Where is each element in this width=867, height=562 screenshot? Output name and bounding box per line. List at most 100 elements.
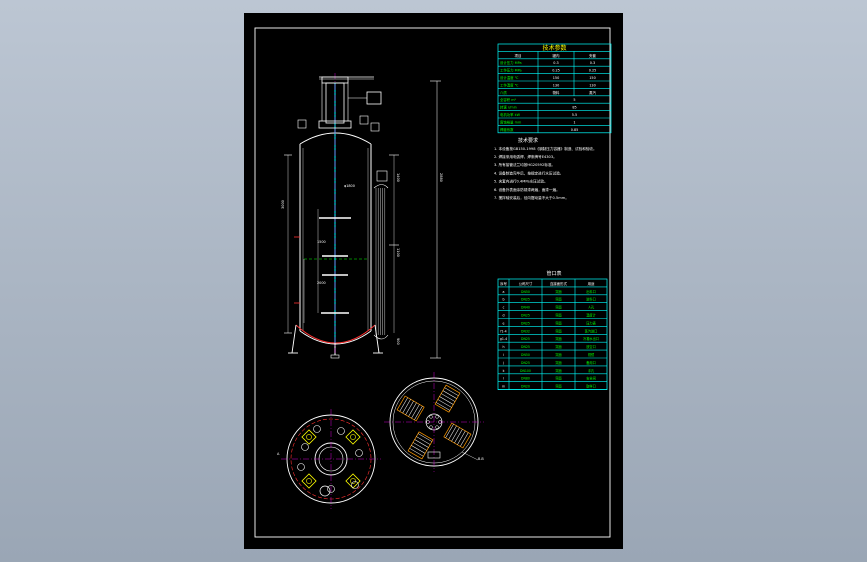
parts-table-cell: 备用口 (586, 360, 596, 365)
note-line: 3. 所有接管法兰均按HG20592标准。 (494, 162, 555, 167)
tech-table-cell: 转速 r/min (500, 105, 517, 110)
parts-table-cell: 安全阀 (586, 376, 596, 381)
dimension-label: 2880 (439, 173, 443, 182)
parts-table-cell: DN25 (521, 321, 530, 325)
plan-nozzle (313, 425, 321, 433)
coil-tube (460, 432, 469, 447)
parts-table-cell: DN25 (521, 298, 530, 302)
parts-table-cell: 突面 (555, 289, 561, 294)
dimension-label: 2000 (317, 281, 326, 285)
parts-table-cell: a (503, 290, 505, 294)
section-label: B-B (478, 457, 484, 461)
coil-tube (408, 402, 417, 417)
support-lug-hole (350, 434, 356, 440)
coil-baffle (407, 431, 434, 460)
plan-nozzle (327, 485, 335, 493)
top-nozzle (359, 115, 369, 125)
tech-table-title: 技术参数 (542, 44, 566, 52)
parts-table-cell: j (502, 361, 504, 365)
coil-tube (409, 448, 424, 457)
bottom-outlet-flange (330, 354, 340, 359)
parts-table-cell: 压力表 (586, 320, 596, 325)
parts-table-cell: 蒸汽进口 (585, 328, 598, 333)
parts-table-header-cell: 序号 (500, 281, 507, 286)
parts-table-cell: 冷凝水出口 (583, 336, 599, 341)
parts-table-cell: l (503, 377, 504, 381)
coil-tube (437, 399, 452, 408)
top-nozzle (370, 122, 380, 132)
hub-bolt (435, 415, 439, 419)
tech-table-cell: 5.5 (572, 113, 577, 117)
parts-table-cell: 突面 (555, 368, 561, 373)
tech-table-header-cell: 罐内 (553, 53, 561, 58)
parts-table-cell: DN25 (521, 361, 530, 365)
parts-table-cell: DN50 (521, 353, 530, 357)
dimension-label: 900 (396, 338, 400, 345)
tech-table-cell: 设计压力 MPa (500, 60, 522, 65)
dimension-label: 1100 (396, 248, 400, 257)
parts-table-cell: c (503, 306, 505, 310)
drive-base (318, 120, 352, 129)
parts-table-cell: 放空口 (586, 344, 596, 349)
tech-table-cell: 150 (553, 76, 559, 80)
tech-table-cell: 130 (589, 83, 595, 87)
support-lug-outline (345, 473, 361, 489)
parts-table-cell: 温度计 (586, 313, 596, 318)
parts-table-cell: 取样口 (586, 384, 596, 389)
tech-table-cell: 0.3 (590, 61, 595, 65)
support-lug-hole (306, 478, 312, 484)
support-lug-outline (301, 429, 317, 445)
coil-tube (444, 387, 459, 396)
tech-table-cell: 焊缝系数 (500, 127, 514, 132)
tech-table-cell: 85 (572, 106, 576, 110)
coil-tube (402, 399, 411, 414)
parts-table-cell: 突面 (555, 360, 561, 365)
tech-table-cell: 蒸汽 (589, 90, 596, 95)
tech-table-cell: 设计温度 ℃ (500, 75, 519, 80)
coil-tube (414, 439, 429, 448)
plan-mark: A (277, 452, 280, 456)
parts-table-cell: e (503, 321, 505, 325)
nozzle-side (376, 170, 388, 182)
note-line: 2. 焊接采用电弧焊，焊条牌号E4303。 (494, 154, 557, 159)
plan-nozzle (351, 481, 359, 489)
coil-baffle-outline (396, 395, 425, 422)
parts-table-cell: f1-4 (500, 329, 506, 333)
parts-table-cell: DN40 (521, 306, 530, 310)
coil-baffle-outline (407, 431, 434, 460)
inner-border (254, 27, 611, 538)
support-lug (301, 473, 317, 489)
tech-table-header-cell: 项目 (515, 53, 522, 58)
parts-table-cell: 突面 (555, 352, 561, 357)
tech-table-cell: 电机功率 kW (500, 112, 521, 117)
parts-table-cell: h (502, 345, 504, 349)
coil-tube (411, 404, 420, 419)
parts-table-cell: k (503, 369, 505, 373)
parts-table-cell: 突面 (555, 313, 561, 318)
parts-table-cell: DN25 (521, 345, 530, 349)
parts-table-cell: 突面 (555, 384, 561, 389)
note-line: 6. 设备外表面涂防锈漆两遍，面漆一遍。 (494, 187, 560, 192)
plan-nozzle-large (319, 485, 331, 497)
note-line: 4. 设备制造完毕后，按规定进行水压试验。 (494, 170, 563, 175)
coil-tube (441, 393, 456, 402)
parts-table-cell: i (503, 353, 504, 357)
top-nozzle (297, 119, 307, 129)
parts-table-cell: g1-4 (500, 337, 507, 341)
coil-baffle-outline (434, 384, 461, 413)
coil-tube (442, 390, 457, 399)
parts-table-cell: 出料口 (586, 289, 596, 294)
parts-table-cell: DN25 (521, 314, 530, 318)
parts-table-cell: DN50 (521, 290, 530, 294)
coil-tube (454, 429, 463, 444)
coil-tube (445, 423, 454, 439)
coil-tube (439, 396, 454, 405)
note-line: 5. 夹套内进行0.4MPa水压试验。 (494, 179, 548, 184)
parts-table-cell: DN25 (521, 337, 530, 341)
parts-table-cell: DN20 (521, 385, 530, 389)
support-lug-hole (350, 478, 356, 484)
motor (366, 91, 382, 105)
tech-table-cell: 0.25 (589, 69, 597, 73)
tech-table-cell: 5 (573, 98, 575, 102)
